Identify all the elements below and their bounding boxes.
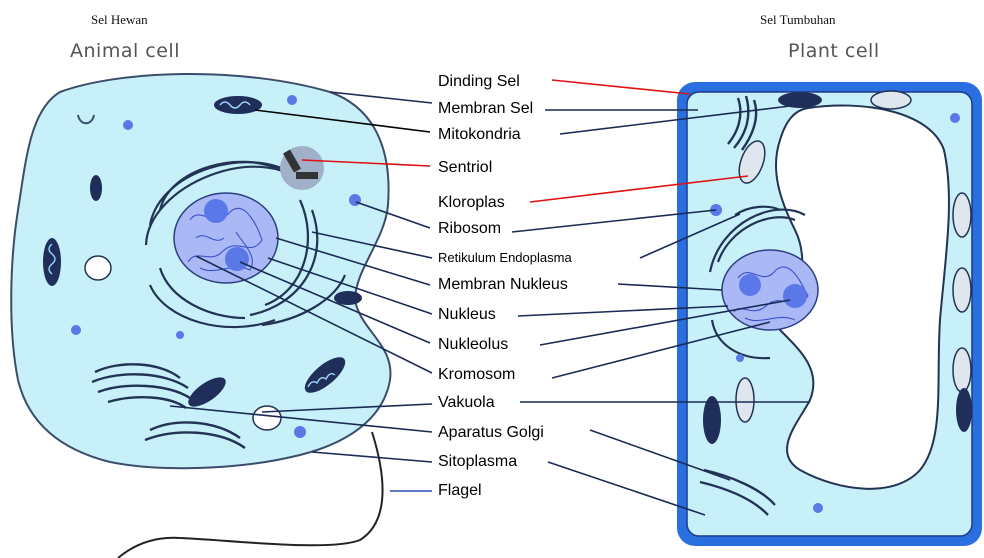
animal-nucleolus-2 [225,247,249,271]
label-membran-nukleus: Membran Nukleus [438,276,568,294]
plant-cell [677,82,982,546]
animal-nucleolus-1 [204,199,228,223]
plant-nucleolus-2 [783,284,807,308]
label-mitokondria: Mitokondria [438,126,521,144]
plant-nucleolus-1 [739,274,761,296]
label-kloroplas: Kloroplas [438,194,505,212]
label-dinding-sel: Dinding Sel [438,73,520,91]
label-flagel: Flagel [438,482,482,500]
leader-sitoplasma-animal [312,452,432,462]
label-sentriol: Sentriol [438,159,492,177]
animal-vacuole-1 [85,256,111,280]
label-ribosom: Ribosom [438,220,501,238]
animal-cell [11,74,390,558]
label-vakuola: Vakuola [438,394,495,412]
label-nukleus: Nukleus [438,306,496,324]
label-kromosom: Kromosom [438,366,515,384]
label-nukleolus: Nukleolus [438,336,508,354]
centriole-2 [296,172,318,179]
leader-dinding-sel [552,80,690,94]
label-sitoplasma: Sitoplasma [438,453,517,471]
label-retikulum: Retikulum Endoplasma [438,249,572,267]
label-membran-sel: Membran Sel [438,100,533,118]
label-aparatus-golgi: Aparatus Golgi [438,424,544,442]
animal-vacuole-2 [253,406,281,430]
